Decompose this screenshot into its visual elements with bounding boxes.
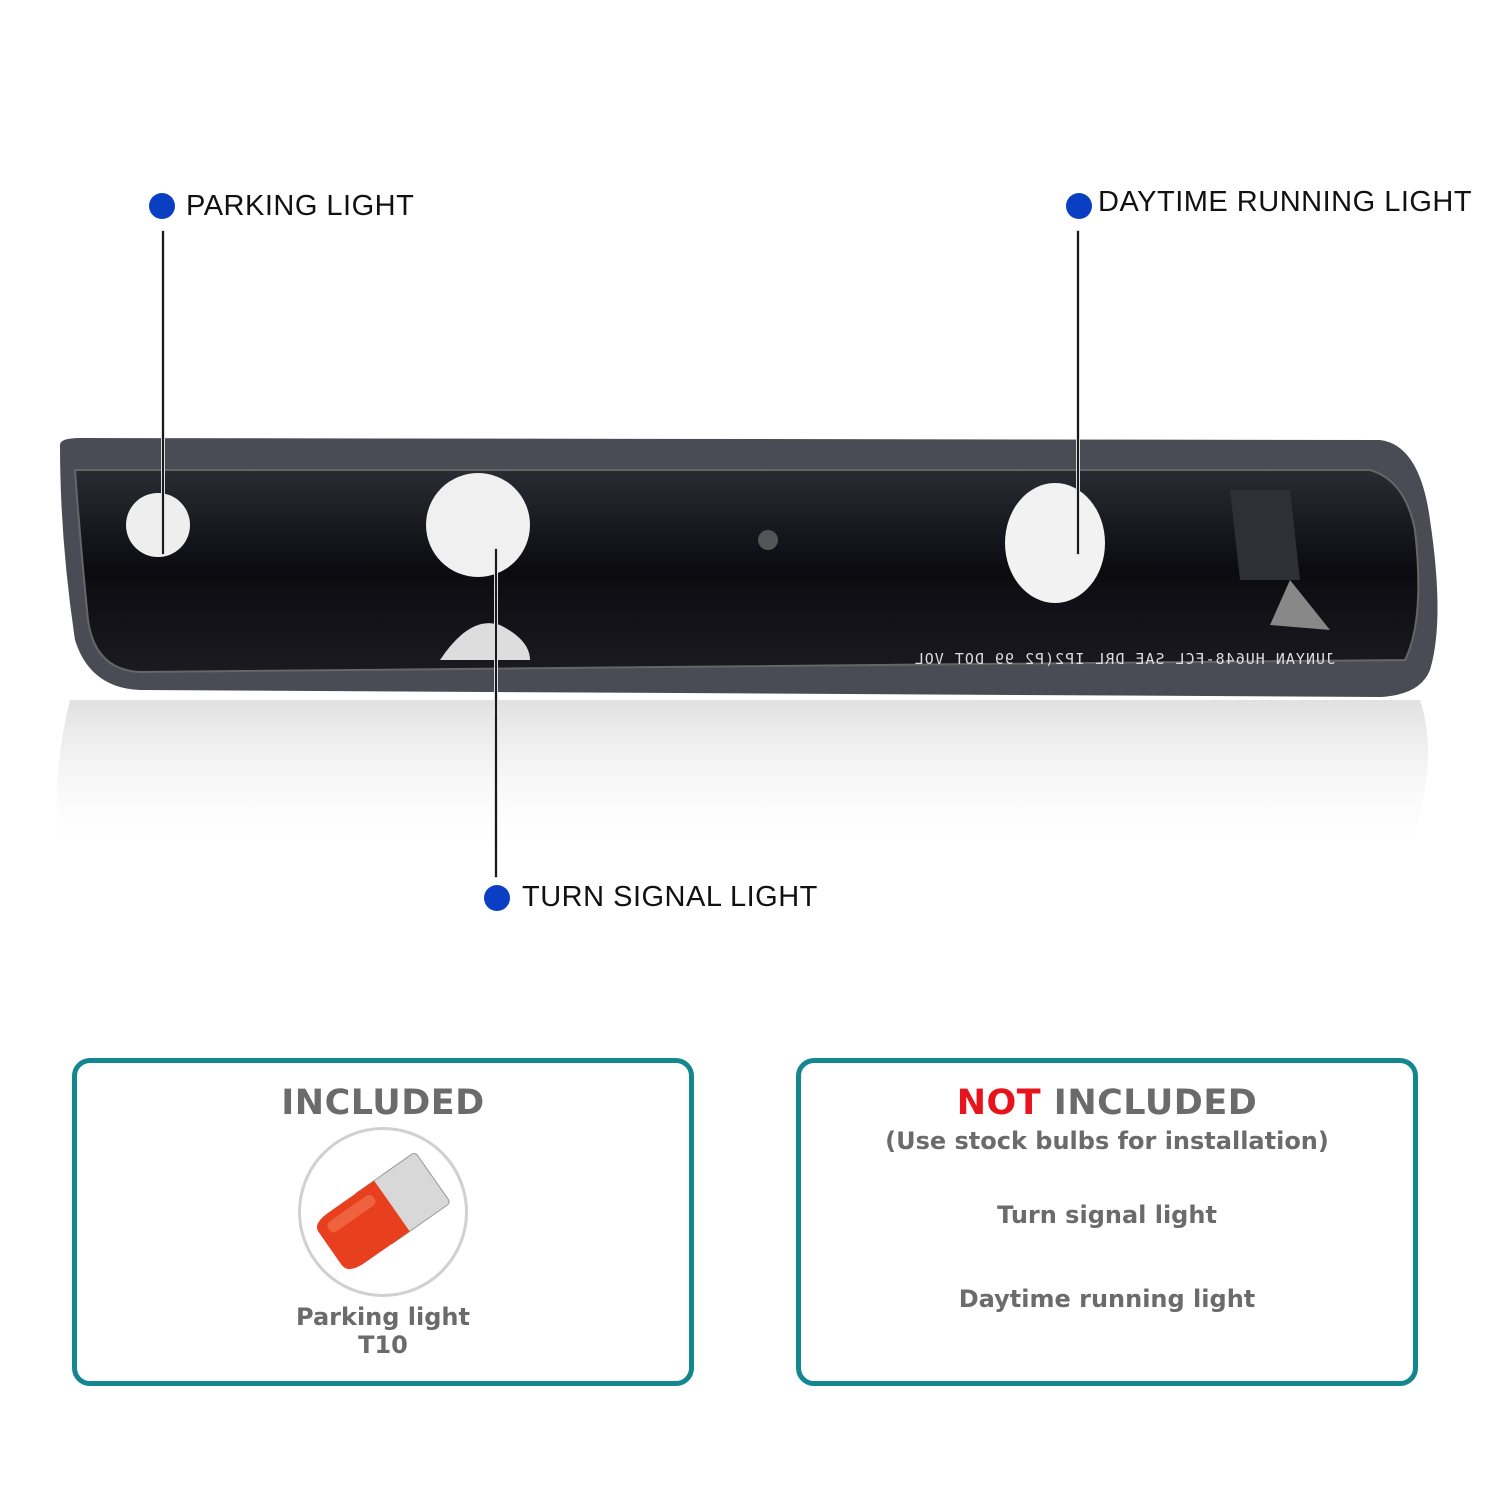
included-bulb-type: T10 bbox=[358, 1331, 408, 1359]
not-included-subtitle: (Use stock bulbs for installation) bbox=[885, 1127, 1329, 1155]
callout-drl: DAYTIME RUNNING LIGHT bbox=[1098, 186, 1473, 218]
bulb-image bbox=[298, 1127, 468, 1297]
bumper-lamp-image bbox=[56, 438, 1438, 860]
callout-turn-signal: TURN SIGNAL LIGHT bbox=[522, 881, 818, 913]
not-included-card: NOT INCLUDED (Use stock bulbs for instal… bbox=[796, 1058, 1418, 1386]
turn-dot-icon bbox=[484, 885, 510, 911]
not-label: NOT bbox=[956, 1083, 1042, 1123]
parking-dot-icon bbox=[149, 193, 175, 219]
not-included-item: Turn signal light bbox=[997, 1201, 1217, 1229]
parking-leader-line bbox=[161, 230, 165, 555]
included-title: INCLUDED bbox=[281, 1083, 485, 1123]
included-item-label: Parking light bbox=[296, 1303, 470, 1331]
callout-parking-light: PARKING LIGHT bbox=[186, 190, 415, 222]
turn-leader-line bbox=[494, 548, 498, 878]
drl-dot-icon bbox=[1066, 193, 1092, 219]
drl-leader-line bbox=[1076, 230, 1080, 555]
included-card: INCLUDED Parking light T10 bbox=[72, 1058, 694, 1386]
lamp-engraving: JUNYAN HU648-FCL SAE DRL IP2(P2 99 DOT V… bbox=[913, 650, 1335, 668]
not-included-item: Daytime running light bbox=[958, 1285, 1256, 1313]
not-included-title: INCLUDED bbox=[1053, 1083, 1258, 1123]
